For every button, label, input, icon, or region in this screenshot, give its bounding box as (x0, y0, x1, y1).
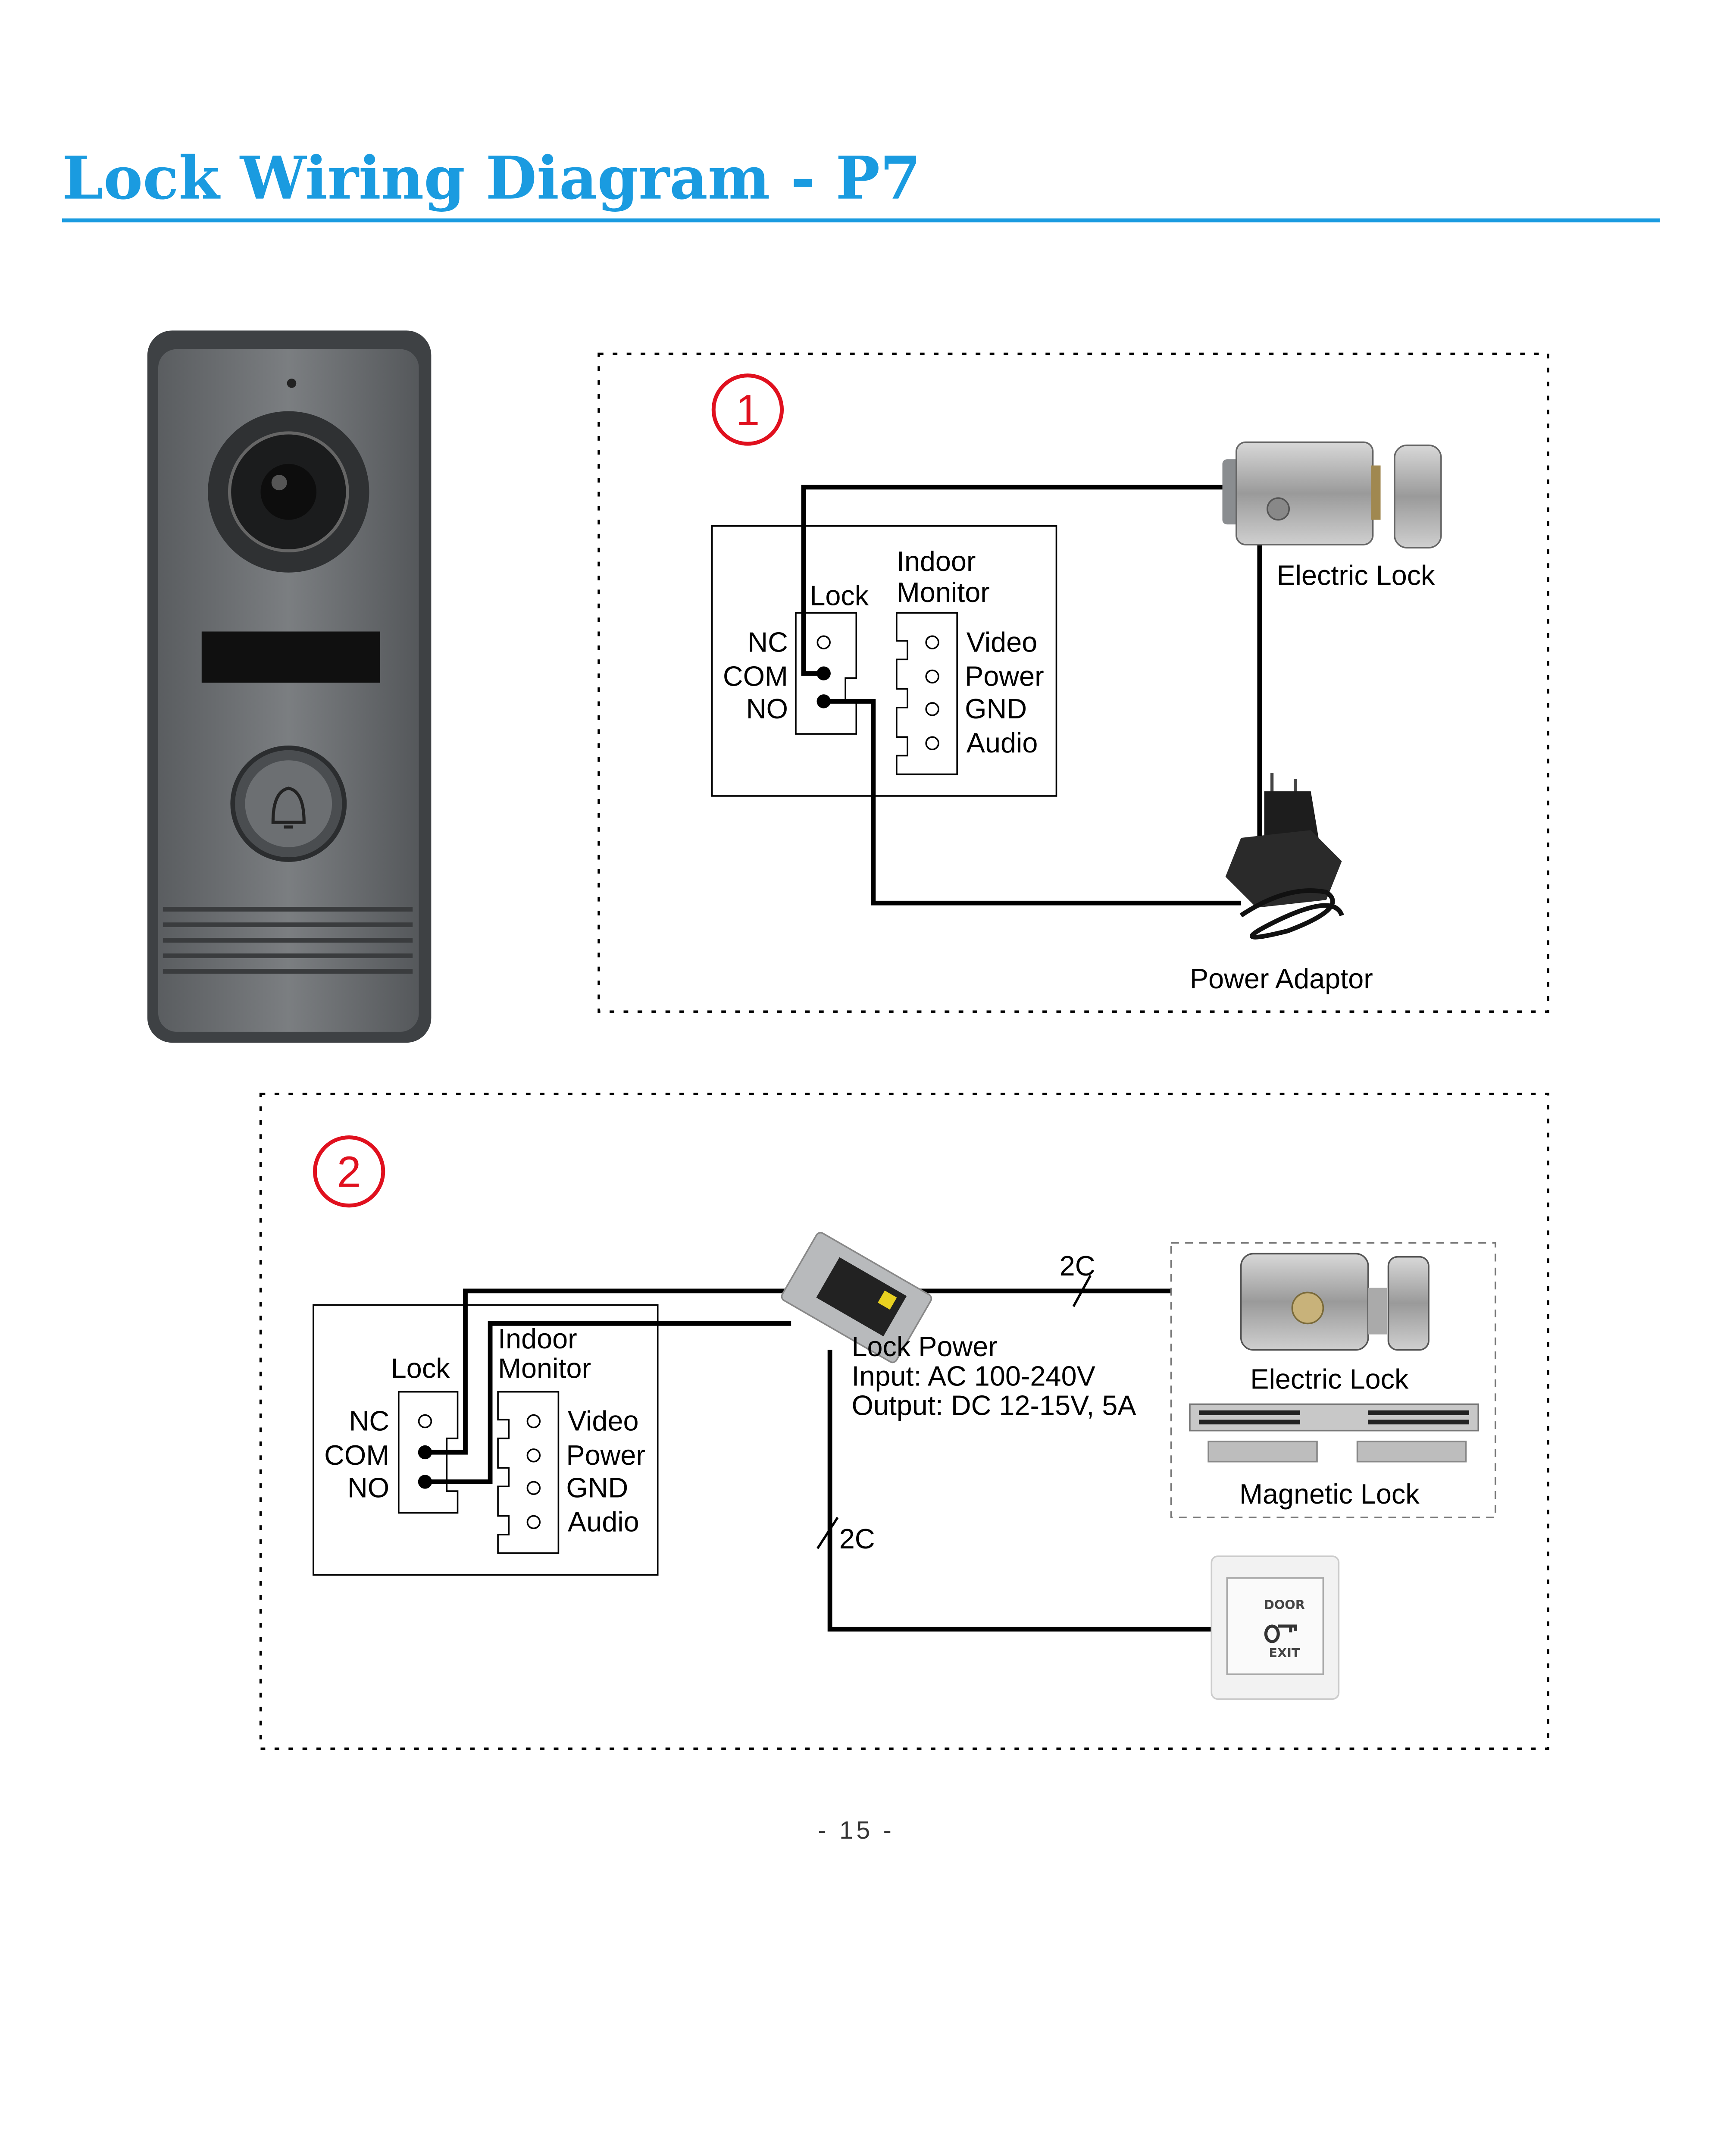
terminal-com: COM (324, 1439, 389, 1471)
terminal-video: Video (967, 626, 1037, 658)
diagram-1-border (597, 352, 1549, 1013)
terminal-power: Power (566, 1439, 645, 1471)
manual-page: Lock Wiring Diagram - P7 1 Indoor Monito… (62, 144, 1660, 1845)
bell-icon (271, 787, 306, 829)
terminal-com: COM (723, 660, 788, 692)
terminal-no: NO (746, 693, 788, 724)
number-circle-2 (313, 1135, 385, 1208)
power-adaptor-label: Power Adaptor (1190, 963, 1373, 994)
diagram-1: 1 Indoor Monitor Lock NC COM NO Video Po… (597, 352, 1549, 1013)
electric-lock-label: Electric Lock (1250, 1363, 1409, 1395)
monitor-connector (896, 612, 958, 775)
doorbell-device-image (147, 330, 432, 1043)
diagram-2: 2 Indoor Monitor Lock NC COM NO Video Po… (259, 1093, 1549, 1750)
terminal-power: Power (965, 660, 1044, 692)
electric-lock-image (1240, 1253, 1429, 1351)
indoor-monitor-box (313, 1304, 659, 1576)
cable-label-bottom: 2C (839, 1523, 875, 1554)
lock-power-title: Lock Power (852, 1331, 998, 1362)
lock-connector (397, 1391, 459, 1514)
exit-button-door-text: DOOR (1264, 1598, 1305, 1612)
monitor-label: Monitor (498, 1352, 591, 1384)
page-title: Lock Wiring Diagram - P7 (62, 144, 921, 213)
wire-lock-power-to-exit (827, 1350, 1213, 1632)
magnetic-lock-image (1189, 1403, 1480, 1463)
lock-label: Lock (810, 580, 869, 611)
indoor-monitor-box (711, 525, 1057, 797)
lock-label: Lock (391, 1352, 450, 1384)
diagram-number-2: 2 (337, 1148, 361, 1197)
terminal-nc: NC (349, 1405, 390, 1437)
lock-power-output: Output: DC 12-15V, 5A (852, 1390, 1137, 1421)
exit-button-exit-text: EXIT (1269, 1645, 1300, 1660)
lock-options-box (1170, 1242, 1496, 1518)
indoor-label: Indoor (897, 545, 976, 577)
monitor-connector (497, 1391, 560, 1554)
monitor-label: Monitor (897, 577, 990, 608)
terminal-no: NO (347, 1472, 389, 1503)
lock-power-supply-image (781, 1232, 932, 1363)
exit-button-image: DOOR EXIT (1211, 1555, 1340, 1700)
terminal-gnd: GND (566, 1472, 628, 1503)
terminal-audio: Audio (568, 1506, 639, 1538)
page-canvas: Lock Wiring Diagram - P7 1 Indoor Monito… (62, 144, 1660, 1844)
wire-com-to-lock (801, 485, 1229, 676)
diagram-2-border (259, 1093, 1549, 1750)
terminal-audio: Audio (967, 727, 1038, 758)
electric-lock-label: Electric Lock (1276, 560, 1435, 591)
terminal-nc: NC (748, 626, 788, 658)
key-icon (1264, 1624, 1297, 1643)
power-adaptor-image (1225, 772, 1344, 940)
electric-lock-image (1222, 441, 1442, 549)
diagram-number-1: 1 (735, 386, 760, 435)
terminal-gnd: GND (965, 693, 1027, 724)
wire-no-to-adaptor (823, 699, 1241, 906)
terminal-video: Video (568, 1405, 638, 1437)
lock-power-input: Input: AC 100-240V (852, 1360, 1095, 1391)
wire-no-to-lock-power (425, 1321, 791, 1484)
indoor-label: Indoor (498, 1323, 577, 1354)
cable-label-top: 2C (1060, 1250, 1095, 1282)
number-circle-1 (711, 373, 784, 446)
page-number: - 15 - (818, 1817, 895, 1844)
magnetic-lock-label: Magnetic Lock (1239, 1478, 1420, 1510)
